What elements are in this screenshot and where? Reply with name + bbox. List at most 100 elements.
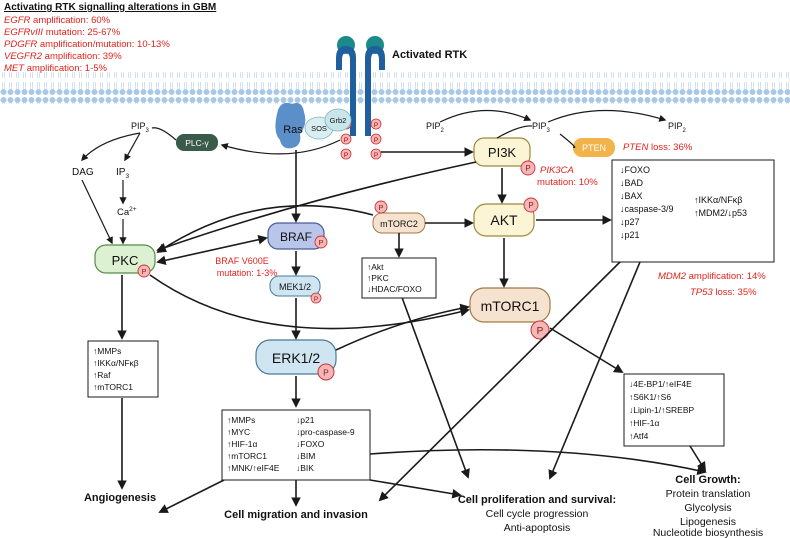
erk-target-left-4: ↑MNK/↑eIF4E <box>227 463 280 473</box>
svg-text:P: P <box>318 238 323 247</box>
svg-text:P: P <box>323 368 329 378</box>
pip3-left: PIP3 <box>131 121 150 134</box>
erk-target-right-2: ↓FOXO <box>296 439 325 449</box>
outcome-proliferation: Cell proliferation and survival: Cell cy… <box>458 494 616 534</box>
svg-text:P: P <box>141 267 146 276</box>
braf-node: BRAF P <box>267 222 328 250</box>
ras-label: Ras <box>283 124 303 136</box>
ras-node <box>275 102 306 149</box>
pi3k-label: PI3K <box>488 145 517 160</box>
akt-label: AKT <box>490 212 518 228</box>
ras-complex: Ras SOS Grb2 <box>275 102 352 149</box>
pip2-a: PIP2 <box>426 121 445 134</box>
mtorc1-target-1: ↑S6K1/↑S6 <box>629 392 671 402</box>
pathway-arrows <box>81 109 707 513</box>
svg-text:P: P <box>344 152 348 159</box>
mtorc1-target-4: ↑Atf4 <box>629 431 649 441</box>
mtorc1-label: mTORC1 <box>481 298 540 314</box>
mtorc2-target-1: ↑PKC <box>367 273 389 283</box>
pip2-b: PIP2 <box>668 121 687 134</box>
sos-label: SOS <box>311 124 327 133</box>
activated-rtk-receptor: Activated RTK <box>336 36 467 136</box>
mtorc2-target-0: ↑Akt <box>367 262 384 272</box>
mtorc1-targets-box: ↓4E-BP1/↑eIF4E ↑S6K1/↑S6 ↓Lipin-1/↑SREBP… <box>623 373 725 447</box>
prolif-item-1: Anti-apoptosis <box>504 522 571 534</box>
erk-node: ERK1/2 P <box>255 339 337 381</box>
activated-rtk-label: Activated RTK <box>392 49 467 61</box>
pip3-right: PIP3 <box>532 121 551 134</box>
mtorc1-target-0: ↓4E-BP1/↑eIF4E <box>629 379 692 389</box>
plc-gamma-node: PLC-γ <box>176 134 218 151</box>
plc-label: PLC-γ <box>185 138 209 148</box>
mek-label: MEK1/2 <box>279 282 311 292</box>
pkc-target-3: ↑mTORC1 <box>93 382 133 392</box>
dag-label: DAG <box>72 167 94 178</box>
pkc-node: PKC P <box>94 244 156 278</box>
svg-text:P: P <box>344 137 348 144</box>
akt-target-left-5: ↓p21 <box>620 230 640 240</box>
alteration-vegfr2: VEGFR2 amplification: 39% <box>4 51 122 62</box>
cell-membrane <box>0 72 790 104</box>
erk-label: ERK1/2 <box>272 350 320 366</box>
outcome-angiogenesis: Angiogenesis <box>84 492 156 504</box>
outcome-migration: Cell migration and invasion <box>224 509 368 521</box>
erk-target-right-4: ↓BIK <box>296 463 314 473</box>
pten-label: PTEN <box>582 143 606 153</box>
svg-text:P: P <box>374 152 378 159</box>
pi3k-node: PI3K P <box>473 137 536 176</box>
svg-text:P: P <box>374 137 378 144</box>
calcium-label: Ca2+ <box>117 206 137 218</box>
pkc-targets-box: ↑MMPs ↑IKKα/NFκβ ↑Raf ↑mTORC1 <box>87 340 159 398</box>
braf-label: BRAF <box>280 230 312 244</box>
pkc-label: PKC <box>112 253 139 268</box>
growth-item-2: Lipogenesis <box>680 516 736 528</box>
prolif-title: Cell proliferation and survival: <box>458 494 616 506</box>
erk-target-right-3: ↓BIM <box>296 451 315 461</box>
svg-text:P: P <box>374 122 378 129</box>
akt-target-left-3: ↓caspase-3/9 <box>620 204 674 214</box>
mtorc2-node: mTORC2 P <box>372 200 426 234</box>
mtorc1-node: mTORC1 P <box>469 287 551 340</box>
outcome-cell-growth: Cell Growth: Protein translation Glycoly… <box>653 474 763 538</box>
pkc-target-1: ↑IKKα/NFκβ <box>93 358 139 368</box>
akt-target-right-1: ↑MDM2/↓p53 <box>694 208 747 218</box>
growth-item-3: Nucleotide biosynthesis <box>653 527 763 538</box>
growth-item-1: Glycolysis <box>684 502 731 514</box>
erk-target-right-1: ↓pro-caspase-9 <box>296 427 355 437</box>
alteration-egfrviii: EGFRvIII mutation: 25-67% <box>4 27 121 38</box>
pten-node: PTEN <box>573 138 615 157</box>
akt-target-right-0: ↑IKKα/NFκβ <box>694 195 742 205</box>
svg-text:P: P <box>537 326 544 337</box>
akt-target-left-4: ↓p27 <box>620 217 640 227</box>
grb2-label: Grb2 <box>330 116 347 125</box>
akt-targets-box: ↓FOXO ↓BAD ↓BAX ↓caspase-3/9 ↓p27 ↓p21 ↑… <box>611 159 775 263</box>
mtorc2-target-2: ↓HDAC/FOXO <box>367 284 422 294</box>
mtorc1-target-3: ↑HIF-1α <box>629 418 660 428</box>
erk-target-left-3: ↑mTORC1 <box>227 451 267 461</box>
erk-target-left-0: ↑MMPs <box>227 415 255 425</box>
svg-text:P: P <box>528 201 533 210</box>
svg-text:P: P <box>378 203 383 212</box>
mek-node: MEK1/2 P <box>269 275 322 304</box>
tp53-annotation: TP53 loss: 35% <box>690 287 757 298</box>
mdm2-annotation: MDM2 amplification: 14% <box>658 271 766 282</box>
akt-target-left-1: ↓BAD <box>620 178 644 188</box>
erk-targets-box: ↑MMPs ↑MYC ↑HIF-1α ↑mTORC1 ↑MNK/↑eIF4E ↓… <box>221 409 371 481</box>
prolif-item-0: Cell cycle progression <box>486 508 589 520</box>
growth-title: Cell Growth: <box>675 474 740 486</box>
growth-item-0: Protein translation <box>666 488 751 500</box>
mtorc2-label: mTORC2 <box>380 219 418 229</box>
grb2-node <box>324 108 352 132</box>
akt-target-left-0: ↓FOXO <box>620 165 650 175</box>
alteration-egfr: EGFR amplification: 60% <box>4 15 111 26</box>
pkc-target-0: ↑MMPs <box>93 346 121 356</box>
pten-loss-annotation: PTEN loss: 36% <box>623 142 693 153</box>
alteration-met: MET amplification: 1-5% <box>4 63 108 74</box>
akt-target-left-2: ↓BAX <box>620 191 643 201</box>
alteration-pdgfr: PDGFR amplification/mutation: 10-13% <box>4 39 170 50</box>
pkc-target-2: ↑Raf <box>93 370 111 380</box>
akt-node: AKT P <box>473 197 539 237</box>
svg-text:P: P <box>314 296 318 303</box>
